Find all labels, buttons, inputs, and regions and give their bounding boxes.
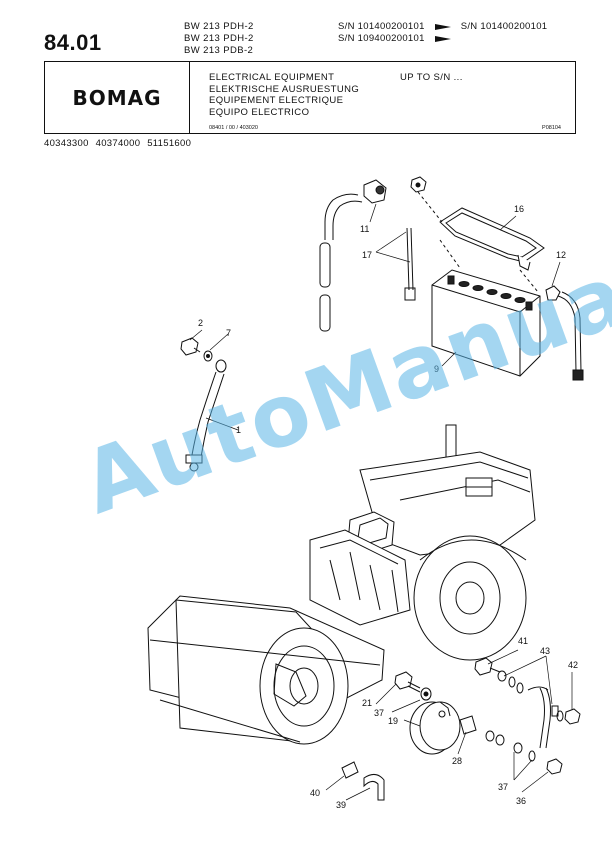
- callout-number: 37: [498, 782, 508, 792]
- callout-number: 12: [556, 250, 566, 260]
- model-item: BW 213 PDH-2: [184, 33, 254, 44]
- callout-number: 40: [310, 788, 320, 798]
- callout-number: 19: [388, 716, 398, 726]
- serial-from: S/N 109400200101: [338, 33, 425, 44]
- title-block: BOMAG ELECTRICAL EQUIPMENT ELEKTRISCHE A…: [44, 61, 576, 134]
- callout-number: 41: [518, 636, 528, 646]
- callout-labels: 1 2 7 9 11 12 16 17 19 21 28 36 37 37 39…: [198, 204, 578, 810]
- section-title: EQUIPO ELECTRICO: [209, 106, 310, 118]
- section-title: ELECTRICAL EQUIPMENT: [209, 72, 335, 83]
- arrow-right-icon: [434, 24, 451, 30]
- callout-number: 36: [516, 796, 526, 806]
- model-item: BW 213 PDH-2: [184, 21, 254, 32]
- battery-icon: [431, 269, 541, 377]
- serial-range-row: S/N 101400200101 S/N 101400200101: [338, 21, 547, 33]
- hold-down-frame-icon: [417, 191, 545, 293]
- callout-number: 39: [336, 800, 346, 810]
- roller-machine-icon: [147, 424, 536, 745]
- hold-down-rod-icon: [404, 227, 416, 301]
- terminal-clamp-icon: [363, 179, 387, 204]
- washer-icon: [203, 350, 213, 362]
- callout-number: 16: [514, 204, 524, 214]
- callout-number: 43: [540, 646, 550, 656]
- nut-icon: [513, 708, 581, 775]
- serial-range-list: S/N 101400200101 S/N 101400200101 S/N 10…: [338, 21, 547, 45]
- logo-cell: BOMAG: [45, 62, 190, 133]
- ground-strap-icon: [185, 359, 227, 472]
- callout-number: 28: [452, 756, 462, 766]
- washer-icon: [420, 687, 432, 701]
- drawing-reference: P08104: [542, 125, 561, 131]
- horn-icon: [409, 701, 461, 755]
- spacer-icon: [459, 715, 477, 735]
- model-list: BW 213 PDH-2 BW 213 PDH-2 BW 213 PDB-2: [184, 21, 254, 57]
- cable-icon: [319, 193, 363, 332]
- nut-icon: [410, 176, 427, 193]
- model-item: BW 213 PDB-2: [184, 45, 254, 56]
- section-titles: ELECTRICAL EQUIPMENT ELEKTRISCHE AUSRUES…: [209, 72, 359, 118]
- serial-to: S/N 101400200101: [460, 21, 548, 32]
- section-title: EQUIPEMENT ELECTRIQUE: [209, 95, 344, 106]
- bolt-icon: [474, 657, 524, 694]
- serial-from: S/N 101400200101: [338, 21, 425, 32]
- leader-lines: [189, 203, 573, 801]
- washer-icon: [485, 730, 505, 746]
- callout-number: 9: [434, 364, 439, 374]
- callout-number: 21: [362, 698, 372, 708]
- bolt-icon: [180, 337, 201, 356]
- callout-number: 1: [236, 425, 241, 435]
- callout-number: 11: [360, 224, 369, 234]
- callout-number: 42: [568, 660, 578, 670]
- callout-number: 7: [226, 328, 231, 338]
- document-reference: 08401 / 00 / 403020: [209, 125, 258, 131]
- callout-number: 37: [374, 708, 384, 718]
- applicability-note: UP TO S/N ...: [400, 72, 463, 83]
- brand-logo: BOMAG: [72, 85, 162, 110]
- section-title: ELEKTRISCHE AUSRUESTUNG: [209, 83, 360, 95]
- part-number-list: 40343300 40374000 51151600: [44, 138, 192, 149]
- page-number: 84.01: [44, 30, 102, 55]
- cable-icon: [545, 285, 584, 381]
- clip-icon: [341, 761, 385, 801]
- arrow-right-icon: [434, 36, 451, 42]
- cable-icon: [527, 686, 559, 749]
- callout-number: 17: [362, 250, 372, 260]
- callout-number: 2: [198, 318, 203, 328]
- bolt-icon: [394, 671, 421, 693]
- serial-range-row: S/N 109400200101: [338, 33, 547, 45]
